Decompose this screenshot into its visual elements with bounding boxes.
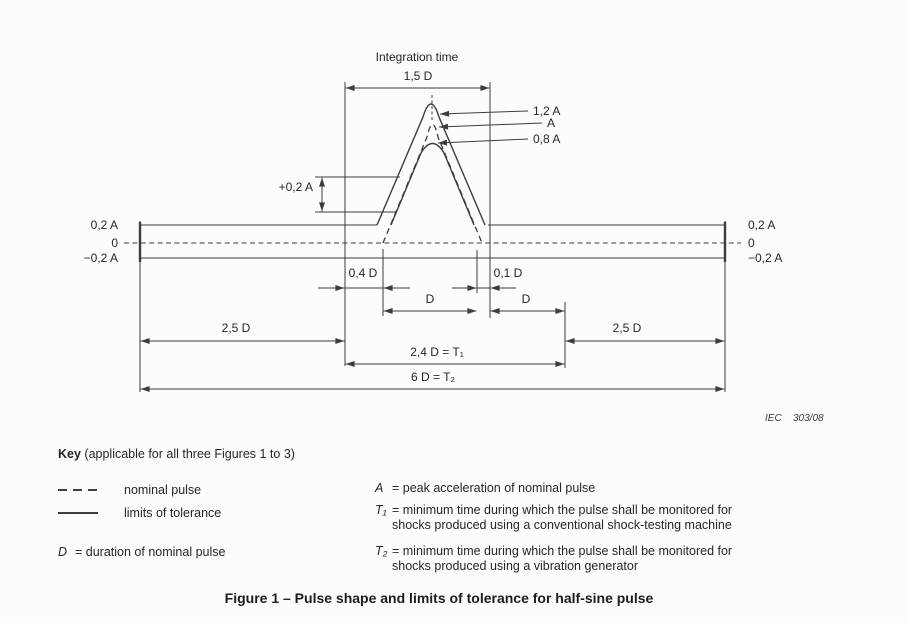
definition-t2-text: = minimum time during which the pulse sh… bbox=[392, 544, 822, 574]
axis-left-lower: −0,2 A bbox=[84, 251, 118, 265]
iec-source-number: 303/08 bbox=[793, 413, 824, 424]
tolerance-0-2a-label: +0,2 A bbox=[279, 180, 313, 194]
definition-d-line1: = duration of nominal pulse bbox=[75, 545, 226, 559]
definition-d: D = duration of nominal pulse bbox=[58, 545, 505, 560]
peak-1-2a-label: 1,2 A bbox=[533, 104, 560, 118]
dim-2-5d-right-label: 2,5 D bbox=[613, 321, 642, 335]
key-heading-note: (applicable for all three Figures 1 to 3… bbox=[80, 447, 295, 461]
dim-d-pulse-label: D bbox=[426, 292, 435, 306]
dim-0-1d-label: 0,1 D bbox=[494, 266, 523, 280]
lower-tolerance-curve bbox=[390, 142, 475, 226]
definition-t1-text: = minimum time during which the pulse sh… bbox=[392, 503, 822, 533]
dim-d-after-label: D bbox=[522, 292, 531, 306]
axis-left-upper: 0,2 A bbox=[91, 218, 118, 232]
definition-t1: T₁ = minimum time during which the pulse… bbox=[375, 503, 822, 533]
leader-1-2a bbox=[439, 110, 529, 117]
solid-line-sample bbox=[58, 512, 98, 514]
iec-source-org: IEC bbox=[765, 413, 782, 424]
definition-a: A = peak acceleration of nominal pulse bbox=[375, 481, 822, 496]
axis-right-upper: 0,2 A bbox=[748, 218, 775, 232]
definition-a-line1: = peak acceleration of nominal pulse bbox=[392, 481, 596, 495]
axis-right-lower: −0,2 A bbox=[748, 251, 782, 265]
symbol-t2: T₂ bbox=[375, 544, 388, 558]
legend-item-limits-of-tolerance: limits of tolerance bbox=[58, 506, 221, 520]
diagram-lines bbox=[124, 82, 741, 392]
figure-caption: Figure 1 – Pulse shape and limits of tol… bbox=[224, 590, 654, 606]
dim-1-5d-label: 1,5 D bbox=[404, 69, 433, 83]
definition-t1-line1: = minimum time during which the pulse sh… bbox=[392, 503, 733, 517]
definition-t2: T₂ = minimum time during which the pulse… bbox=[375, 544, 822, 574]
dim-t1-label: 2,4 D = T₁ bbox=[410, 345, 464, 359]
legend-label-nominal-pulse: nominal pulse bbox=[124, 483, 202, 497]
pulse-diagram: Integration time 1,5 D 1,2 A A 0,8 A +0,… bbox=[84, 50, 824, 424]
definition-t1-line2: shocks produced using a conventional sho… bbox=[392, 517, 732, 532]
peak-0-8a-label: 0,8 A bbox=[533, 132, 560, 146]
nominal-pulse-curve bbox=[382, 123, 483, 244]
definition-a-text: = peak acceleration of nominal pulse bbox=[392, 481, 822, 496]
upper-tolerance-curve bbox=[376, 103, 486, 226]
key-heading: Key (applicable for all three Figures 1 … bbox=[58, 447, 295, 461]
integration-time-label: Integration time bbox=[376, 50, 459, 64]
definition-d-text: = duration of nominal pulse bbox=[75, 545, 505, 560]
definition-t2-line2: shocks produced using a vibration genera… bbox=[392, 558, 638, 573]
peak-a-label: A bbox=[547, 116, 555, 130]
key-heading-word: Key bbox=[58, 447, 81, 461]
diagram-labels: Integration time 1,5 D 1,2 A A 0,8 A +0,… bbox=[84, 50, 824, 424]
symbol-a: A bbox=[375, 481, 384, 495]
axis-right-zero: 0 bbox=[748, 236, 755, 250]
axis-left-zero: 0 bbox=[111, 236, 118, 250]
symbol-t1: T₁ bbox=[375, 503, 387, 517]
leader-0-8a bbox=[437, 138, 529, 146]
dashed-line-sample bbox=[58, 488, 98, 492]
dim-0-4d-label: 0,4 D bbox=[349, 266, 378, 280]
dim-2-5d-left-label: 2,5 D bbox=[222, 321, 251, 335]
definition-t2-line1: = minimum time during which the pulse sh… bbox=[392, 544, 733, 558]
legend-label-limits-of-tolerance: limits of tolerance bbox=[124, 506, 222, 520]
symbol-d: D bbox=[58, 545, 68, 559]
legend-item-nominal-pulse: nominal pulse bbox=[58, 483, 201, 497]
dim-t2-label: 6 D = T₂ bbox=[411, 370, 455, 384]
